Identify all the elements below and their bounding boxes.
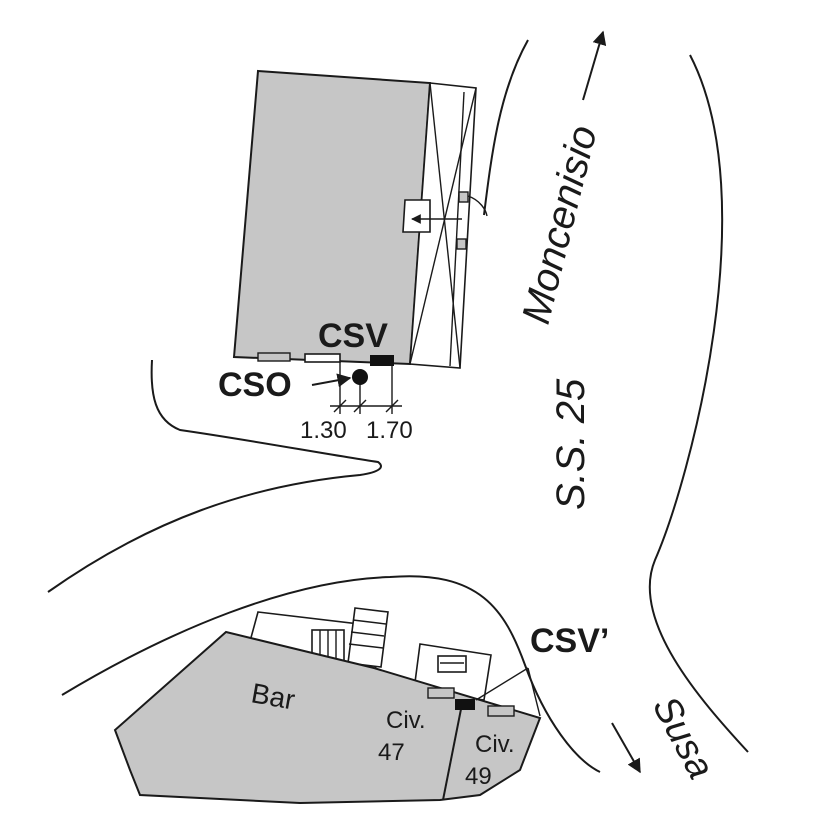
distance-b-label: 1.70 [366,417,413,444]
csv-label: CSV [318,317,388,355]
lower-main-building [113,630,542,805]
civ-49-line2: 49 [465,763,492,790]
stair-step-1 [352,619,387,625]
side-road-lower [61,575,601,773]
porch-cross-a [429,82,461,369]
upper-window-b [304,353,341,363]
csv-meter-box [370,355,394,366]
porch-inner-line [449,91,465,367]
entrance-post-bottom [456,238,467,250]
entrance-post-top [458,191,469,203]
csv-prime-pointer-b [527,667,541,717]
upper-window-a [257,352,291,362]
road-name-label: S.S. 25 [549,378,593,510]
moncenisio-label: Moncenisio [514,121,606,328]
civ-47-line1: Civ. [386,707,426,734]
stair-step-3 [348,643,384,649]
upper-building [232,69,488,369]
csv-prime-pointer-a [475,667,529,701]
civ-49-line1: Civ. [475,731,515,758]
cso-marker-group [311,362,402,414]
north-arrow [582,30,607,101]
entrance-notch [402,199,431,233]
distance-a-label: 1.30 [300,417,347,444]
lower-stair-block [347,607,389,668]
side-road-upper [47,359,382,593]
civ-47-49-divider [442,703,463,801]
lower-window-a [427,687,455,699]
dimension-tick-b [353,399,367,413]
bar-label: Bar [249,677,297,715]
civ-47-line2: 47 [378,739,405,766]
south-arrow [611,722,641,774]
csv-prime-meter-box [455,699,475,710]
annex-window [437,655,467,673]
cso-label: CSO [218,366,292,404]
cso-point [352,369,368,385]
cso-pointer-arrow [311,373,352,388]
susa-label: Susa [644,690,722,786]
lower-window-b [487,705,515,717]
road-edge-east [648,54,749,753]
stair-step-2 [350,631,385,637]
road-edge-middle [483,39,529,216]
porch-cross-b [409,87,477,365]
csv-prime-label: CSV’ [530,622,609,660]
lower-buildings [113,607,542,805]
road-lines [47,39,749,773]
dimension-tick-a [333,399,347,413]
dimension-tick-c [385,399,399,413]
entrance-walkway [467,195,488,217]
